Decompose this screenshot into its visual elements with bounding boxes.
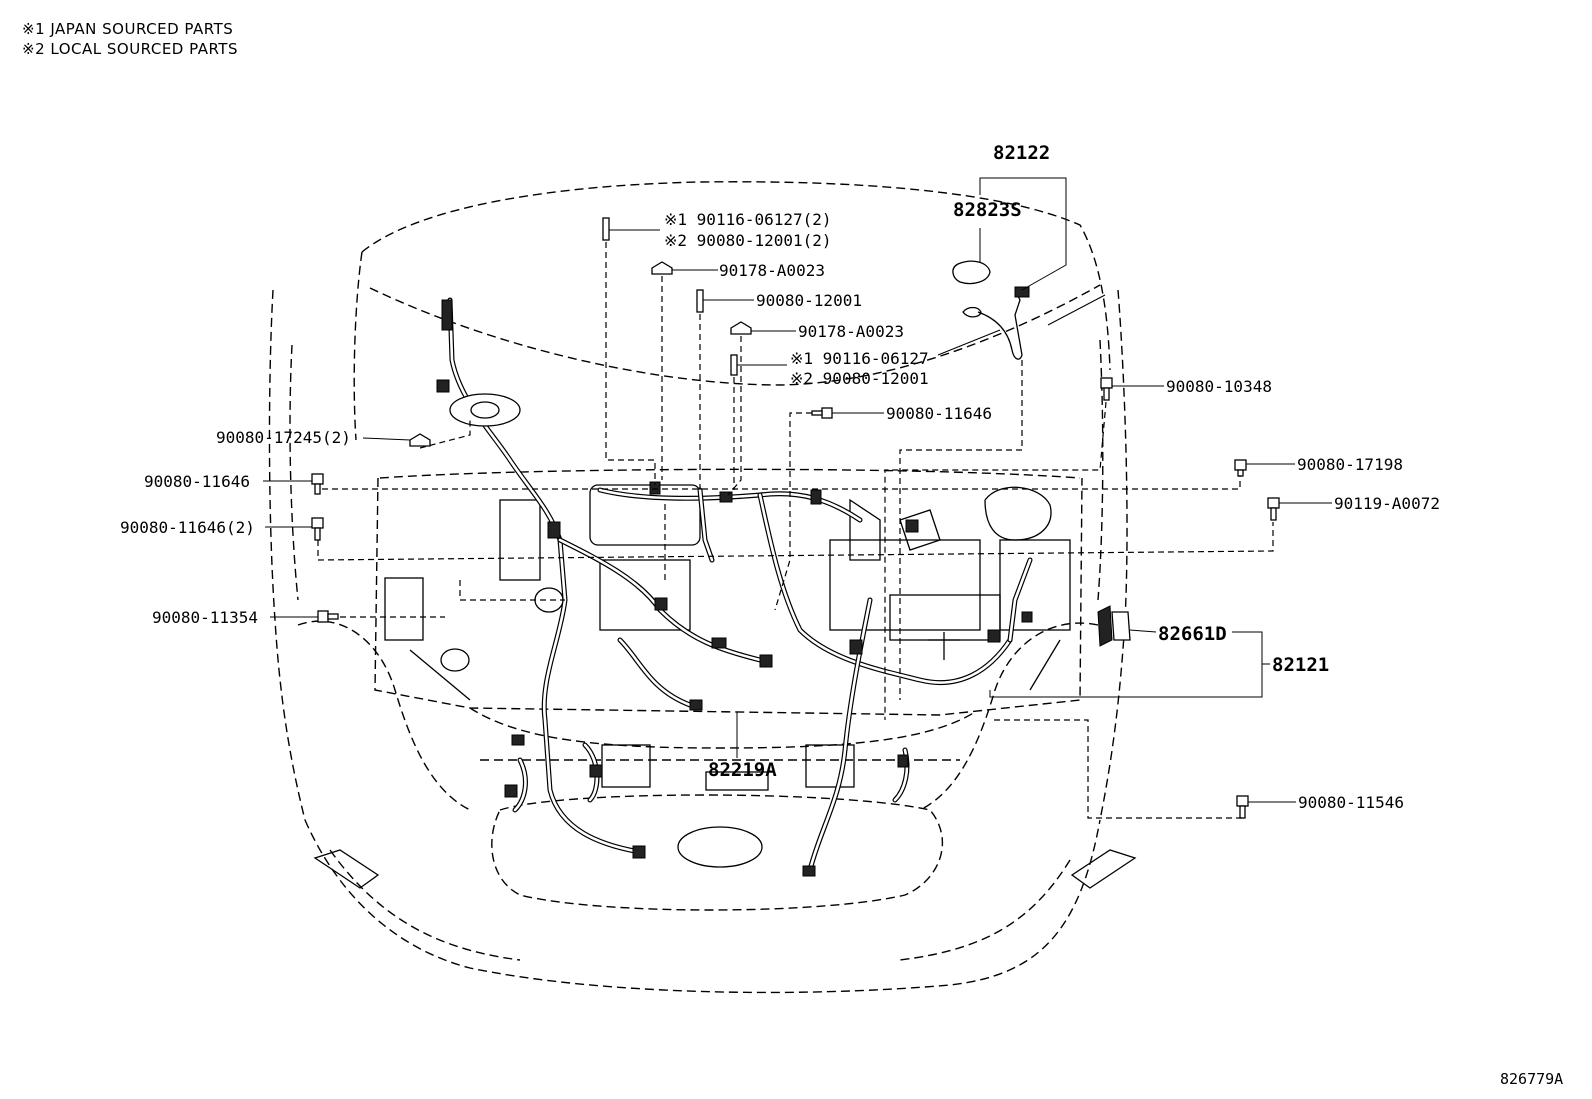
wire-harness: [436, 297, 1033, 877]
bolt-90080-11646-left: [311, 473, 324, 495]
bolt-90080-10348: [1100, 377, 1113, 401]
label-90116-06127: ※1 90116-06127: [790, 349, 929, 368]
bolt-90080-17198: [1234, 459, 1247, 477]
nut-90178-a0023-b: [730, 321, 752, 335]
label-90080-10348: 90080-10348: [1166, 377, 1272, 396]
note-japan-sourced: ※1 JAPAN SOURCED PARTS: [22, 20, 234, 38]
label-82121: 82121: [1272, 654, 1329, 676]
label-90080-17245-2: 90080-17245(2): [216, 428, 351, 447]
bolt-90080-11546: [1236, 795, 1249, 819]
label-90119-a0072: 90119-A0072: [1334, 494, 1440, 513]
leader-lines: [263, 177, 1332, 803]
label-90178-a0023-b: 90178-A0023: [798, 322, 904, 341]
label-90080-11354: 90080-11354: [152, 608, 258, 627]
label-90080-11646-left: 90080-11646: [144, 472, 250, 491]
clip-82661d: [1097, 605, 1131, 647]
part-labels: 82122 82823S ※1 90116-06127(2) ※2 90080-…: [120, 142, 1563, 1088]
label-90116-06127-2: ※1 90116-06127(2): [664, 210, 832, 229]
label-90080-12001: 90080-12001: [756, 291, 862, 310]
label-90080-12001-2: ※2 90080-12001(2): [664, 231, 832, 250]
nut-90178-a0023-a: [651, 261, 673, 275]
label-90080-11646-2: 90080-11646(2): [120, 518, 255, 537]
bolt-90080-11354: [317, 610, 339, 623]
part-82122-assembly: [952, 260, 1030, 360]
label-90080-12001-b: ※2 90080-12001: [790, 369, 929, 388]
label-90080-11646-top: 90080-11646: [886, 404, 992, 423]
label-82661d: 82661D: [1158, 623, 1227, 645]
label-90178-a0023-a: 90178-A0023: [719, 261, 825, 280]
label-82823s: 82823S: [953, 199, 1022, 221]
bolt-90080-11646-2: [311, 517, 324, 541]
nut-90080-17245: [409, 433, 431, 447]
note-local-sourced: ※2 LOCAL SOURCED PARTS: [22, 40, 238, 58]
reference-lines: [317, 242, 1274, 819]
stud-90116-06127: [730, 354, 738, 376]
label-90080-17198: 90080-17198: [1297, 455, 1403, 474]
label-82219a: 82219A: [708, 759, 777, 781]
bolt-90080-11646-top: [811, 407, 833, 419]
stud-90116-06127-2: [602, 217, 610, 241]
label-82122: 82122: [993, 142, 1050, 164]
label-90080-11546: 90080-11546: [1298, 793, 1404, 812]
vehicle-body-outline: [268, 181, 1137, 994]
bolt-90119-a0072: [1267, 497, 1280, 521]
engine-bay-details: [384, 484, 1071, 791]
figure-number: 826779A: [1500, 1070, 1563, 1088]
fasteners: [311, 217, 1280, 819]
stud-90080-12001: [696, 289, 704, 313]
